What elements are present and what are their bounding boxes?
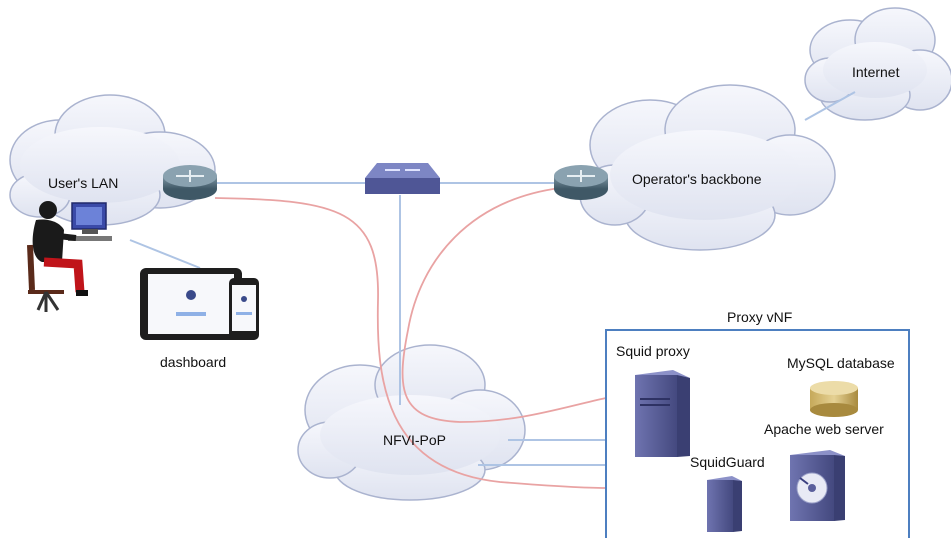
squid-proxy-label: Squid proxy <box>616 343 690 359</box>
proxy-vnf-label: Proxy vNF <box>727 309 792 325</box>
user-at-computer-icon <box>27 201 112 312</box>
nfvi-pop-label: NFVI-PoP <box>383 432 446 448</box>
blue-links <box>129 91 856 466</box>
internet-label: Internet <box>852 64 900 80</box>
squidguard-server-icon <box>707 476 742 532</box>
mysql-database-label: MySQL database <box>787 355 895 371</box>
dashboard-label: dashboard <box>160 354 226 370</box>
apache-web-server-label: Apache web server <box>764 421 884 437</box>
nfvi-pop-cloud <box>297 344 526 501</box>
tablet-icon <box>140 268 242 340</box>
operators-backbone-label: Operator's backbone <box>632 171 762 187</box>
squid-proxy-server-icon <box>635 370 690 457</box>
operators-backbone-cloud <box>579 84 836 251</box>
phone-icon <box>229 278 259 340</box>
users-lan-label: User's LAN <box>48 175 118 191</box>
lan-router-icon <box>163 165 217 200</box>
red-tunnels <box>214 187 607 489</box>
squidguard-label: SquidGuard <box>690 454 765 470</box>
internet-cloud <box>804 7 951 121</box>
switch-icon <box>365 163 440 194</box>
apache-disk-server-icon <box>790 450 845 521</box>
database-icon <box>810 381 858 417</box>
backbone-router-icon <box>554 165 608 200</box>
